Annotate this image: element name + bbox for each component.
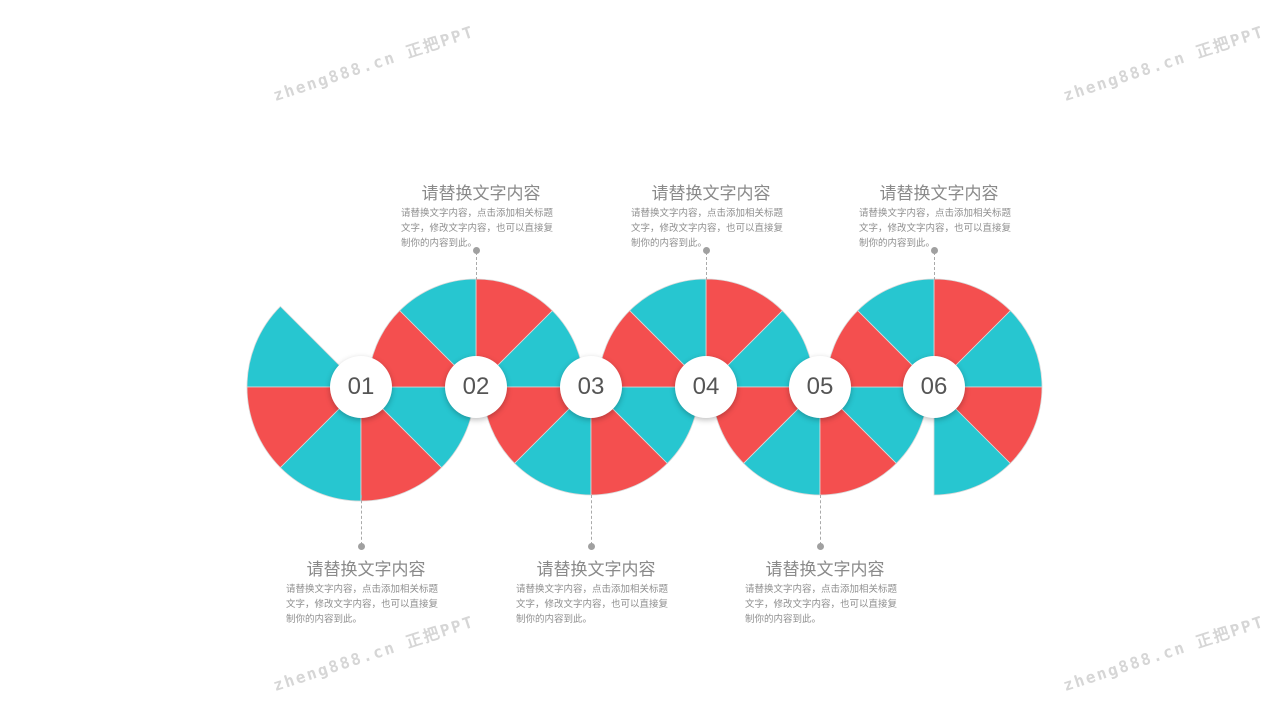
wheel-segment (857, 278, 935, 388)
connector-dot (358, 543, 365, 550)
step-title: 请替换文字内容 (765, 560, 885, 580)
wheel-segment (743, 386, 821, 496)
step-description: 请替换文字内容，点击添加相关标题文字，修改文字内容，也可以直接复制你的内容到此。 (516, 584, 669, 625)
step-text-block: 请替换文字内容请替换文字内容，点击添加相关标题文字，修改文字内容，也可以直接复制… (631, 179, 791, 251)
wheel-segment (475, 278, 553, 388)
step-title: 请替换文字内容 (651, 184, 771, 204)
connector-line (361, 495, 362, 545)
connector-dot (588, 543, 595, 550)
step-text-block: 请替换文字内容请替换文字内容，点击添加相关标题文字，修改文字内容，也可以直接复制… (859, 179, 1019, 251)
wheel-segment (933, 278, 1011, 388)
wheel-segment (933, 386, 1043, 464)
step-title: 请替换文字内容 (306, 560, 426, 580)
wheel-segment (819, 386, 897, 496)
wheel-segment (590, 386, 668, 496)
wheel-segment (933, 386, 1011, 496)
step-number-badge: 06 (903, 356, 965, 418)
wheel-segment (629, 278, 707, 388)
step-text-block: 请替换文字内容请替换文字内容，点击添加相关标题文字，修改文字内容，也可以直接复制… (745, 555, 905, 627)
connector-dot (817, 543, 824, 550)
connector-dot (473, 247, 480, 254)
step-title: 请替换文字内容 (421, 184, 541, 204)
connector-line (591, 495, 592, 545)
step-number-badge: 01 (330, 356, 392, 418)
step-number-badge: 04 (675, 356, 737, 418)
step-description: 请替换文字内容，点击添加相关标题文字，修改文字内容，也可以直接复制你的内容到此。 (745, 584, 898, 625)
step-description: 请替换文字内容，点击添加相关标题文字，修改文字内容，也可以直接复制你的内容到此。 (401, 208, 554, 249)
step-number-badge: 05 (789, 356, 851, 418)
step-title: 请替换文字内容 (536, 560, 656, 580)
step-number-badge: 02 (445, 356, 507, 418)
connector-line (820, 495, 821, 545)
wheel-segment (246, 386, 362, 469)
connector-line (934, 252, 935, 280)
step-description: 请替换文字内容，点击添加相关标题文字，修改文字内容，也可以直接复制你的内容到此。 (859, 208, 1012, 249)
wheel-segment (399, 278, 477, 388)
wheel-segment (360, 386, 443, 502)
step-description: 请替换文字内容，点击添加相关标题文字，修改文字内容，也可以直接复制你的内容到此。 (286, 584, 439, 625)
step-text-block: 请替换文字内容请替换文字内容，点击添加相关标题文字，修改文字内容，也可以直接复制… (516, 555, 676, 627)
wheel-segment (705, 278, 783, 388)
wheel-segment (279, 386, 362, 502)
connector-line (706, 252, 707, 280)
connector-dot (703, 247, 710, 254)
wheel-segment (246, 305, 362, 388)
wheel-segment (933, 310, 1043, 388)
step-description: 请替换文字内容，点击添加相关标题文字，修改文字内容，也可以直接复制你的内容到此。 (631, 208, 784, 249)
step-number-badge: 03 (560, 356, 622, 418)
step-title: 请替换文字内容 (879, 184, 999, 204)
connector-line (476, 252, 477, 280)
step-text-block: 请替换文字内容请替换文字内容，点击添加相关标题文字，修改文字内容，也可以直接复制… (401, 179, 561, 251)
connector-dot (931, 247, 938, 254)
step-text-block: 请替换文字内容请替换文字内容，点击添加相关标题文字，修改文字内容，也可以直接复制… (286, 555, 446, 627)
wheel-segment (514, 386, 592, 496)
